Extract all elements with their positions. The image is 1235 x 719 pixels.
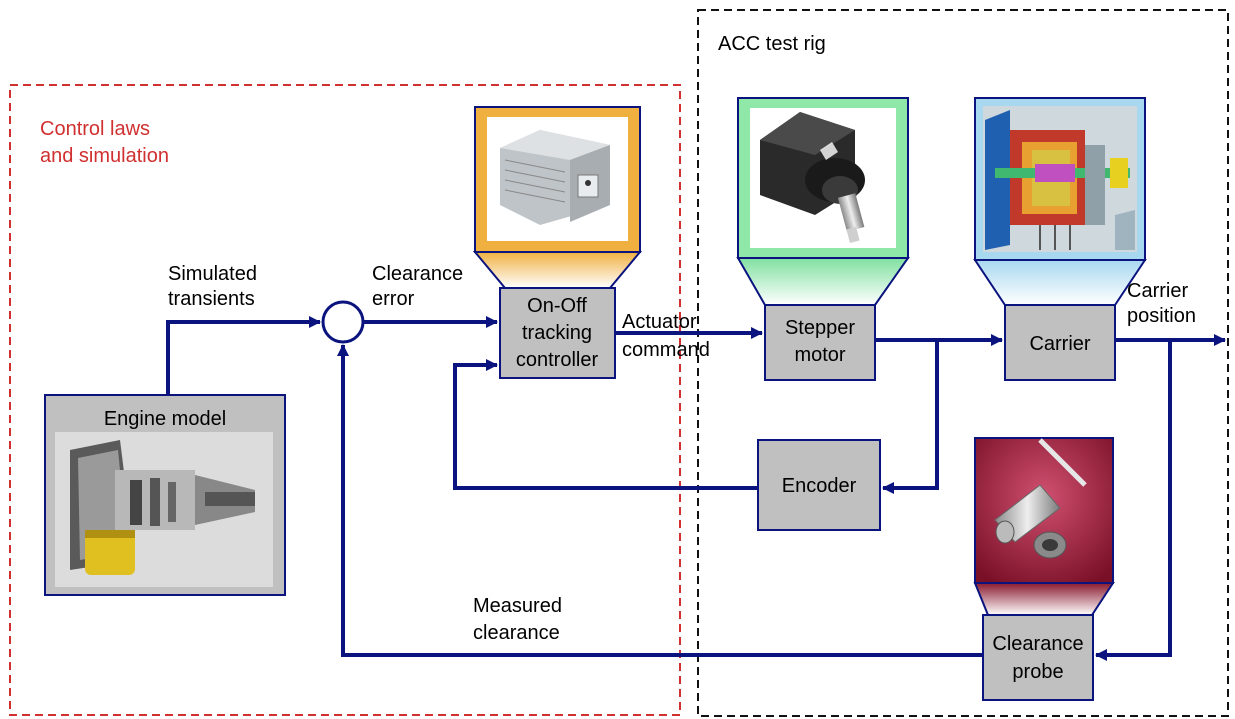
clearance-error-label-line1: Clearance: [372, 263, 463, 285]
summing-junction: [321, 300, 365, 344]
carrier-funnel: [973, 259, 1147, 306]
controller-funnel: [472, 251, 643, 289]
probe-funnel: [973, 582, 1115, 616]
turbofan-engine-icon: [55, 432, 273, 587]
measured-clearance-line: [337, 344, 983, 657]
stepper-label-line1: Stepper: [785, 317, 855, 339]
clearance-probe-block: Clearance probe: [973, 437, 1115, 701]
controller-photo-frame: [474, 106, 641, 253]
clearance-probe-sensor-icon: [994, 438, 1087, 559]
industrial-pc-icon: [500, 130, 610, 225]
carrier-cutaway-icon: [983, 106, 1137, 252]
encoder-to-controller-line: [453, 359, 758, 490]
encoder-block: Encoder: [757, 439, 881, 531]
carrier-position-label-line2: position: [1127, 305, 1196, 327]
control-laws-title-line2: and simulation: [40, 145, 169, 167]
encoder-feedback-line: [882, 340, 939, 494]
control-laws-title-line1: Control laws: [40, 118, 150, 140]
stepper-funnel: [736, 257, 910, 306]
clearance-error-label-line2: error: [372, 288, 415, 310]
controller-label-line1: On-Off: [527, 295, 587, 317]
acc-test-rig-region: ACC test rig: [697, 9, 1229, 717]
controller-block: On-Off tracking controller: [472, 106, 643, 379]
simulated-transients-label-line1: Simulated: [168, 263, 257, 285]
actuator-command-label-line1: Actuator: [622, 311, 697, 333]
actuator-command-label-line2: command: [622, 339, 710, 361]
probe-label-line2: probe: [1012, 661, 1063, 683]
stepper-label-line2: motor: [794, 344, 845, 366]
measured-clearance-label-line1: Measured: [473, 595, 562, 617]
probe-label-line1: Clearance: [992, 633, 1083, 655]
carrier-photo-frame: [974, 97, 1146, 261]
acc-test-rig-title: ACC test rig: [718, 33, 826, 55]
simulated-transients-line: [166, 316, 321, 395]
controller-label-line3: controller: [516, 349, 599, 371]
controller-label-line2: tracking: [522, 322, 592, 344]
control-laws-region: Control laws and simulation: [9, 84, 681, 716]
signal-labels: Simulated transients Clearance error Act…: [168, 263, 1196, 644]
signal-lines: [166, 316, 1226, 661]
stepper-motor-block: Stepper motor: [736, 97, 910, 381]
measured-clearance-label-line2: clearance: [473, 622, 560, 644]
stepper-motor-icon: [760, 112, 865, 244]
engine-model-label: Engine model: [104, 408, 226, 430]
encoder-label: Encoder: [782, 475, 857, 497]
carrier-to-probe-line: [1095, 340, 1172, 661]
stepper-photo-frame: [737, 97, 909, 259]
carrier-label: Carrier: [1029, 333, 1090, 355]
simulated-transients-label-line2: transients: [168, 288, 255, 310]
probe-photo-frame: [974, 437, 1114, 584]
engine-model-block: Engine model: [44, 394, 286, 596]
carrier-block: Carrier: [973, 97, 1147, 381]
carrier-position-label-line1: Carrier: [1127, 280, 1188, 302]
